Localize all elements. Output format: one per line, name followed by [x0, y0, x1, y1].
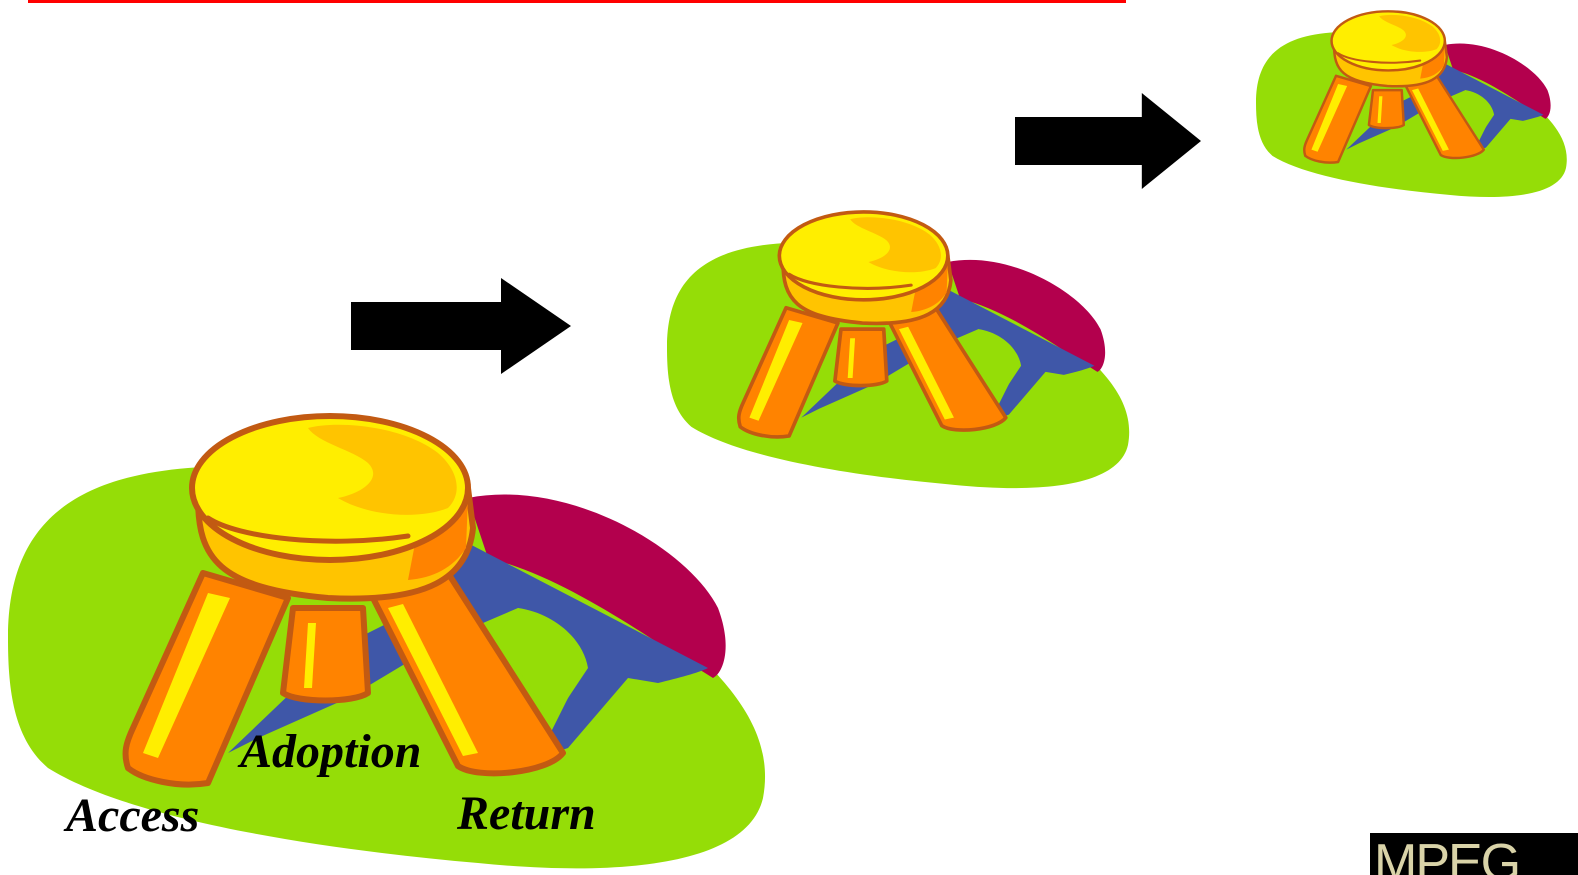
title-underline	[28, 0, 1126, 3]
adoption-label: Adoption	[240, 725, 422, 778]
return-label: Return	[457, 787, 596, 840]
small-three-legged-stool-icon	[1256, 8, 1568, 201]
right-arrow-icon	[351, 278, 571, 374]
mpeg-logo-text: MPEG	[1374, 834, 1521, 875]
right-arrow-icon	[1015, 93, 1201, 189]
mpeg-logo: MPEG	[1370, 833, 1578, 875]
medium-three-legged-stool-icon	[667, 207, 1131, 494]
access-label: Access	[66, 789, 200, 842]
